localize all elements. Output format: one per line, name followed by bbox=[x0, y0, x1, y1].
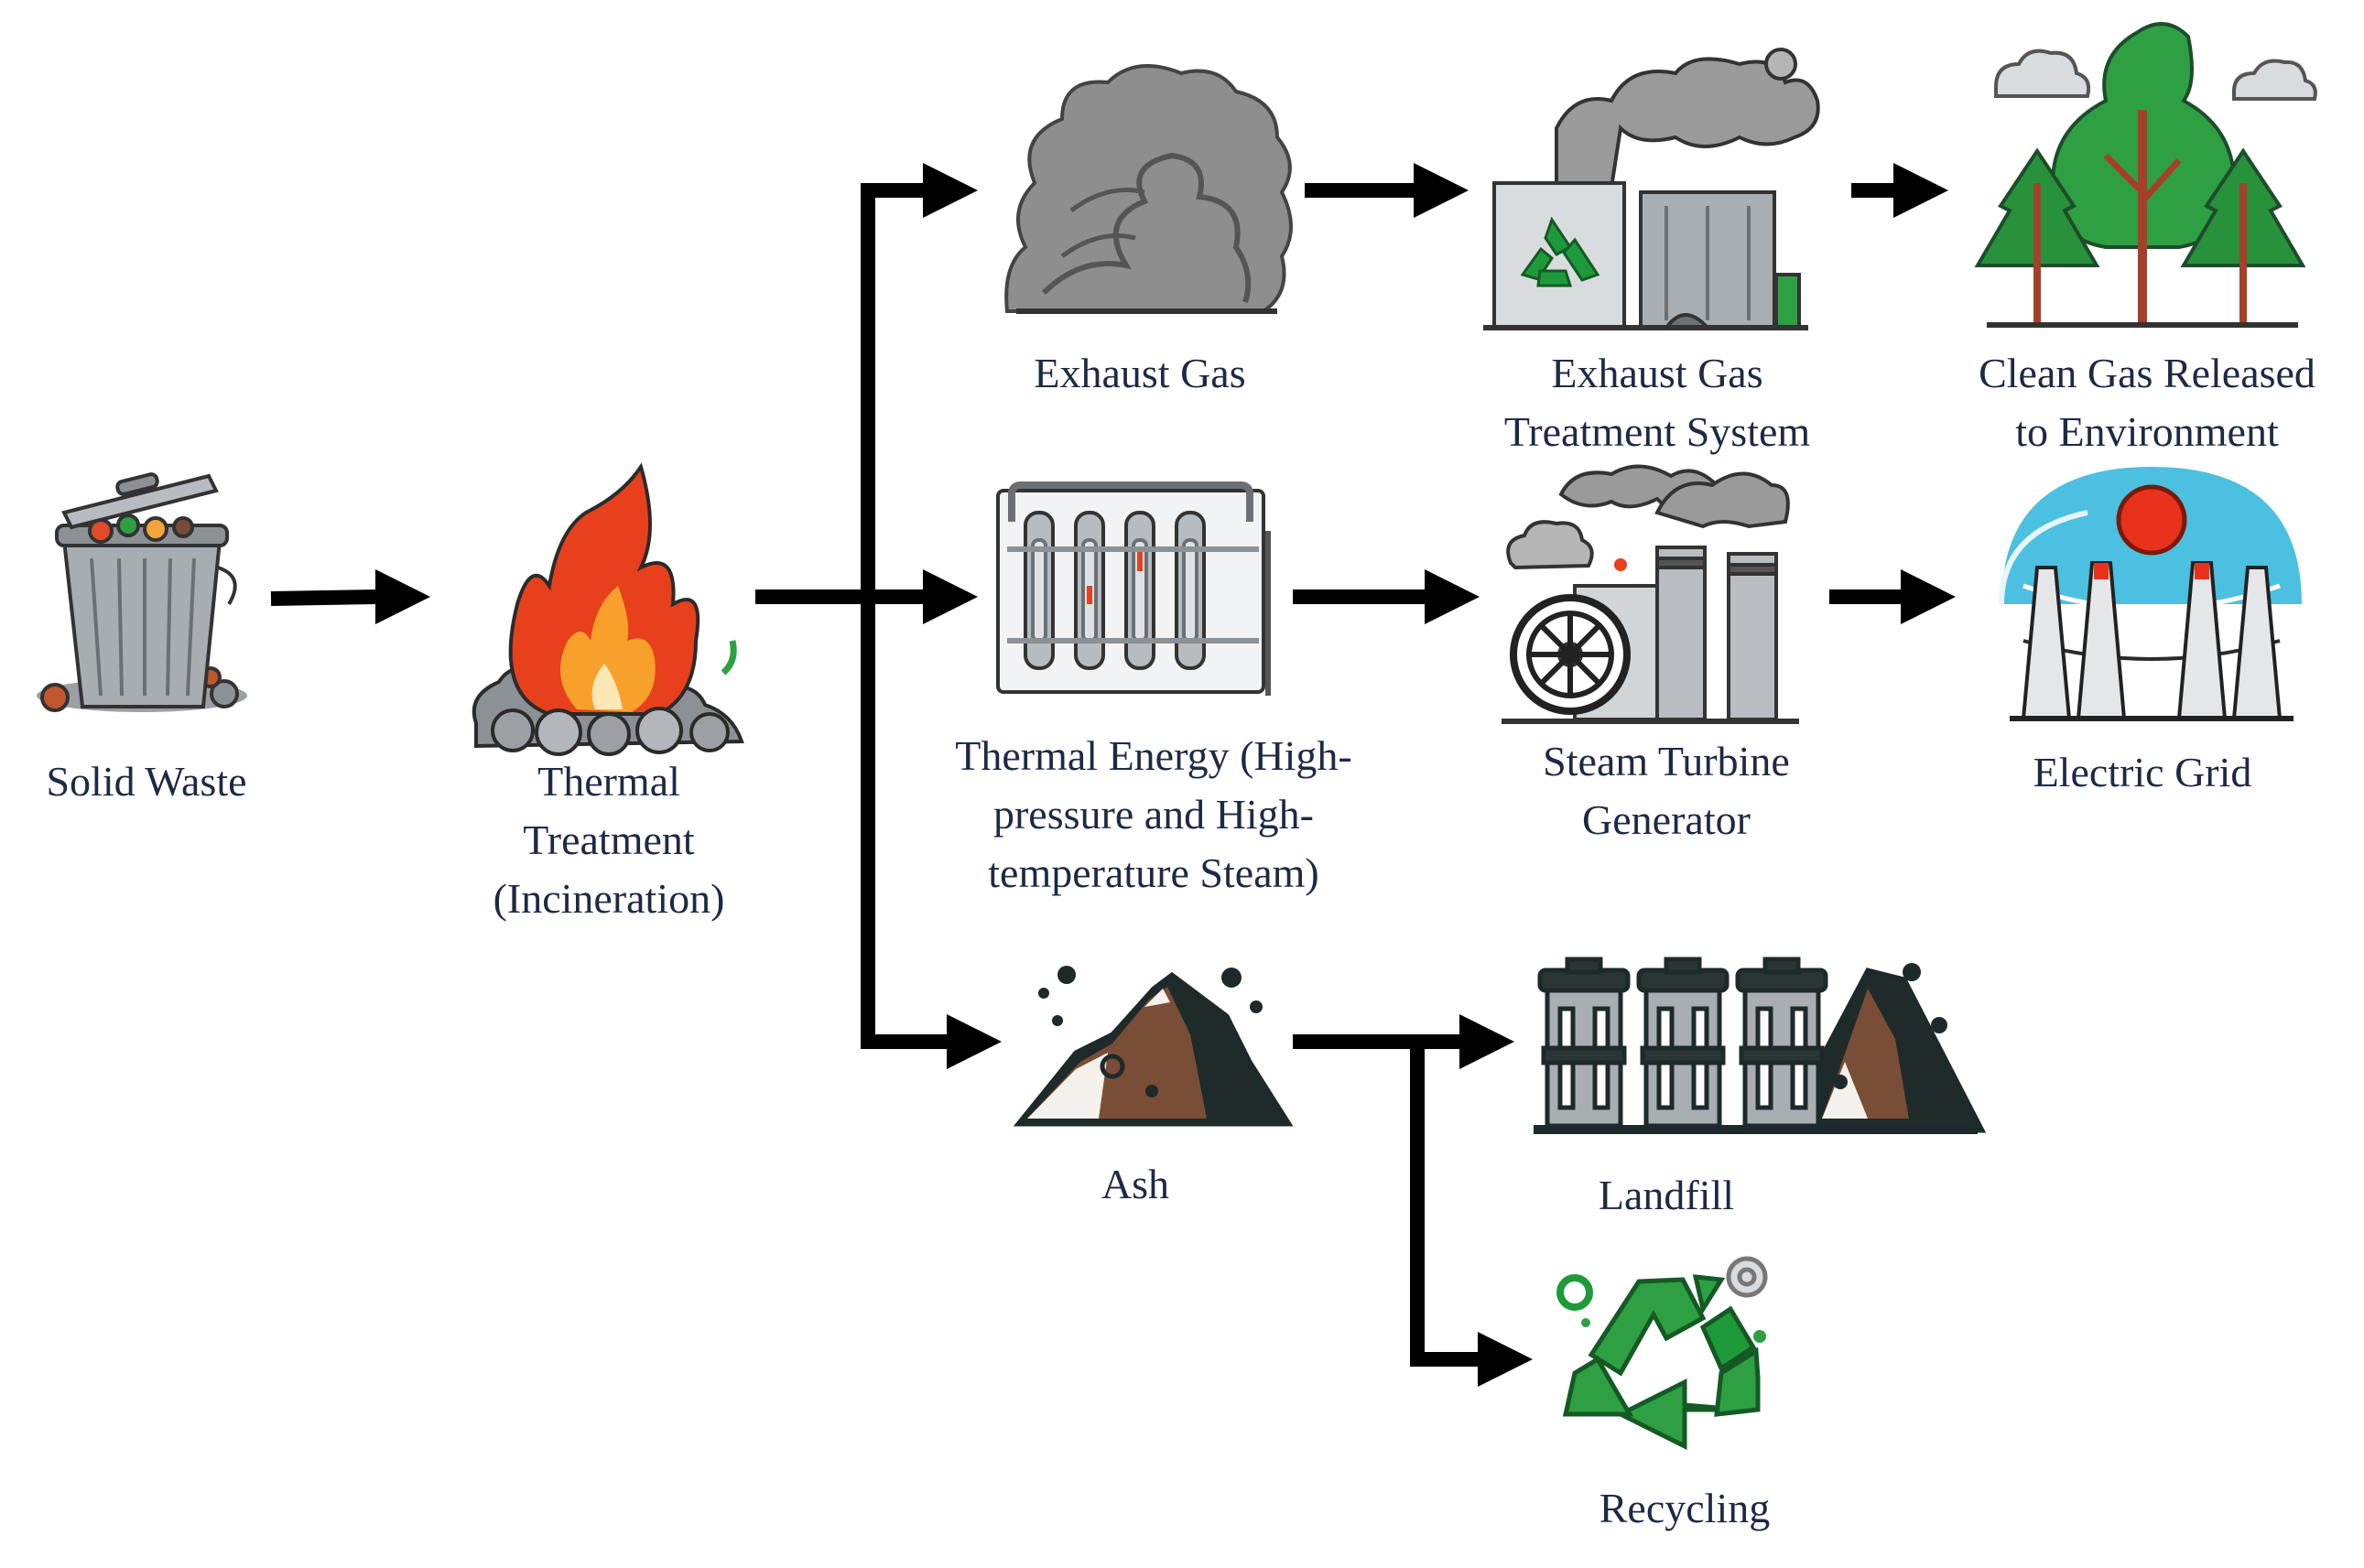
exhaust-gas-label-line: Exhaust Gas bbox=[1034, 350, 1246, 396]
label-landfill: Landfill bbox=[1556, 1166, 1776, 1225]
solid-waste-label-line: Solid Waste bbox=[46, 758, 247, 805]
arrow-to-recycling bbox=[1410, 1332, 1533, 1387]
thermal-treatment-label-line: Thermal bbox=[537, 758, 680, 805]
label-electric-grid: Electric Grid bbox=[1968, 743, 2316, 802]
connectors bbox=[270, 163, 1956, 1387]
thermal-energy-label-line: temperature Steam) bbox=[988, 849, 1319, 896]
thermal-treatment-label-line: Treatment bbox=[523, 816, 695, 863]
bin-3 bbox=[1735, 957, 1828, 1129]
arrow-to-landfill bbox=[1410, 1014, 1514, 1069]
trash-can-icon bbox=[37, 472, 247, 712]
electric-grid-label-line: Electric Grid bbox=[2033, 749, 2252, 795]
arrow-energy-to-turbine bbox=[1293, 569, 1480, 624]
steam-turbine-label-line: Steam Turbine bbox=[1543, 738, 1790, 784]
arrow-exhaust-to-treatment bbox=[1305, 163, 1469, 218]
arrow-to-thermal-energy bbox=[868, 569, 978, 624]
landfill-label-line: Landfill bbox=[1598, 1172, 1735, 1218]
label-clean-gas: Clean Gas Released to Environment bbox=[1932, 344, 2362, 461]
thermal-energy-label-line: pressure and High- bbox=[992, 791, 1314, 838]
recycle-symbol-small bbox=[1520, 216, 1600, 287]
boiler-pipes-icon bbox=[996, 481, 1271, 696]
steam-turbine-label-line: Generator bbox=[1582, 796, 1751, 843]
arrow-waste-to-thermal bbox=[270, 569, 430, 624]
label-ash: Ash bbox=[1044, 1155, 1227, 1214]
arrow-to-ash bbox=[861, 1014, 1002, 1069]
label-exhaust-gas: Exhaust Gas bbox=[961, 344, 1318, 403]
label-thermal-energy: Thermal Energy (High-pressure and High-t… bbox=[916, 727, 1392, 903]
smoke-cloud-icon bbox=[1004, 64, 1293, 314]
bin-1 bbox=[1537, 957, 1631, 1129]
recycling-label-line: Recycling bbox=[1599, 1485, 1771, 1531]
treatment-plant-icon bbox=[1483, 48, 1820, 330]
power-plant-icon bbox=[1502, 464, 1799, 724]
ash-label-line: Ash bbox=[1101, 1161, 1170, 1207]
flame-icon bbox=[472, 462, 744, 756]
clean-gas-label-line: to Environment bbox=[2015, 408, 2279, 455]
bin-2 bbox=[1636, 957, 1730, 1129]
arrow-turbine-to-grid bbox=[1829, 569, 1956, 624]
clean-gas-label-line: Clean Gas Released bbox=[1979, 350, 2315, 396]
gas-treatment-label-line: Treatment System bbox=[1503, 408, 1811, 455]
label-recycling: Recycling bbox=[1556, 1479, 1813, 1538]
ash-pile-icon bbox=[1013, 966, 1294, 1127]
label-solid-waste: Solid Waste bbox=[0, 752, 293, 811]
arrow-to-exhaust-gas bbox=[861, 163, 978, 218]
trees-icon bbox=[1974, 22, 2317, 328]
power-grid-icon bbox=[1999, 467, 2302, 721]
recycle-icon bbox=[1556, 1256, 1768, 1451]
arrow-treatment-to-clean-gas bbox=[1851, 163, 1948, 218]
landfill-bins-icon bbox=[1534, 957, 1987, 1134]
thermal-energy-label-line: Thermal Energy (High- bbox=[955, 732, 1352, 779]
thermal-treatment-label-line: (Incineration) bbox=[493, 875, 725, 922]
gas-treatment-label-line: Exhaust Gas bbox=[1551, 350, 1763, 396]
